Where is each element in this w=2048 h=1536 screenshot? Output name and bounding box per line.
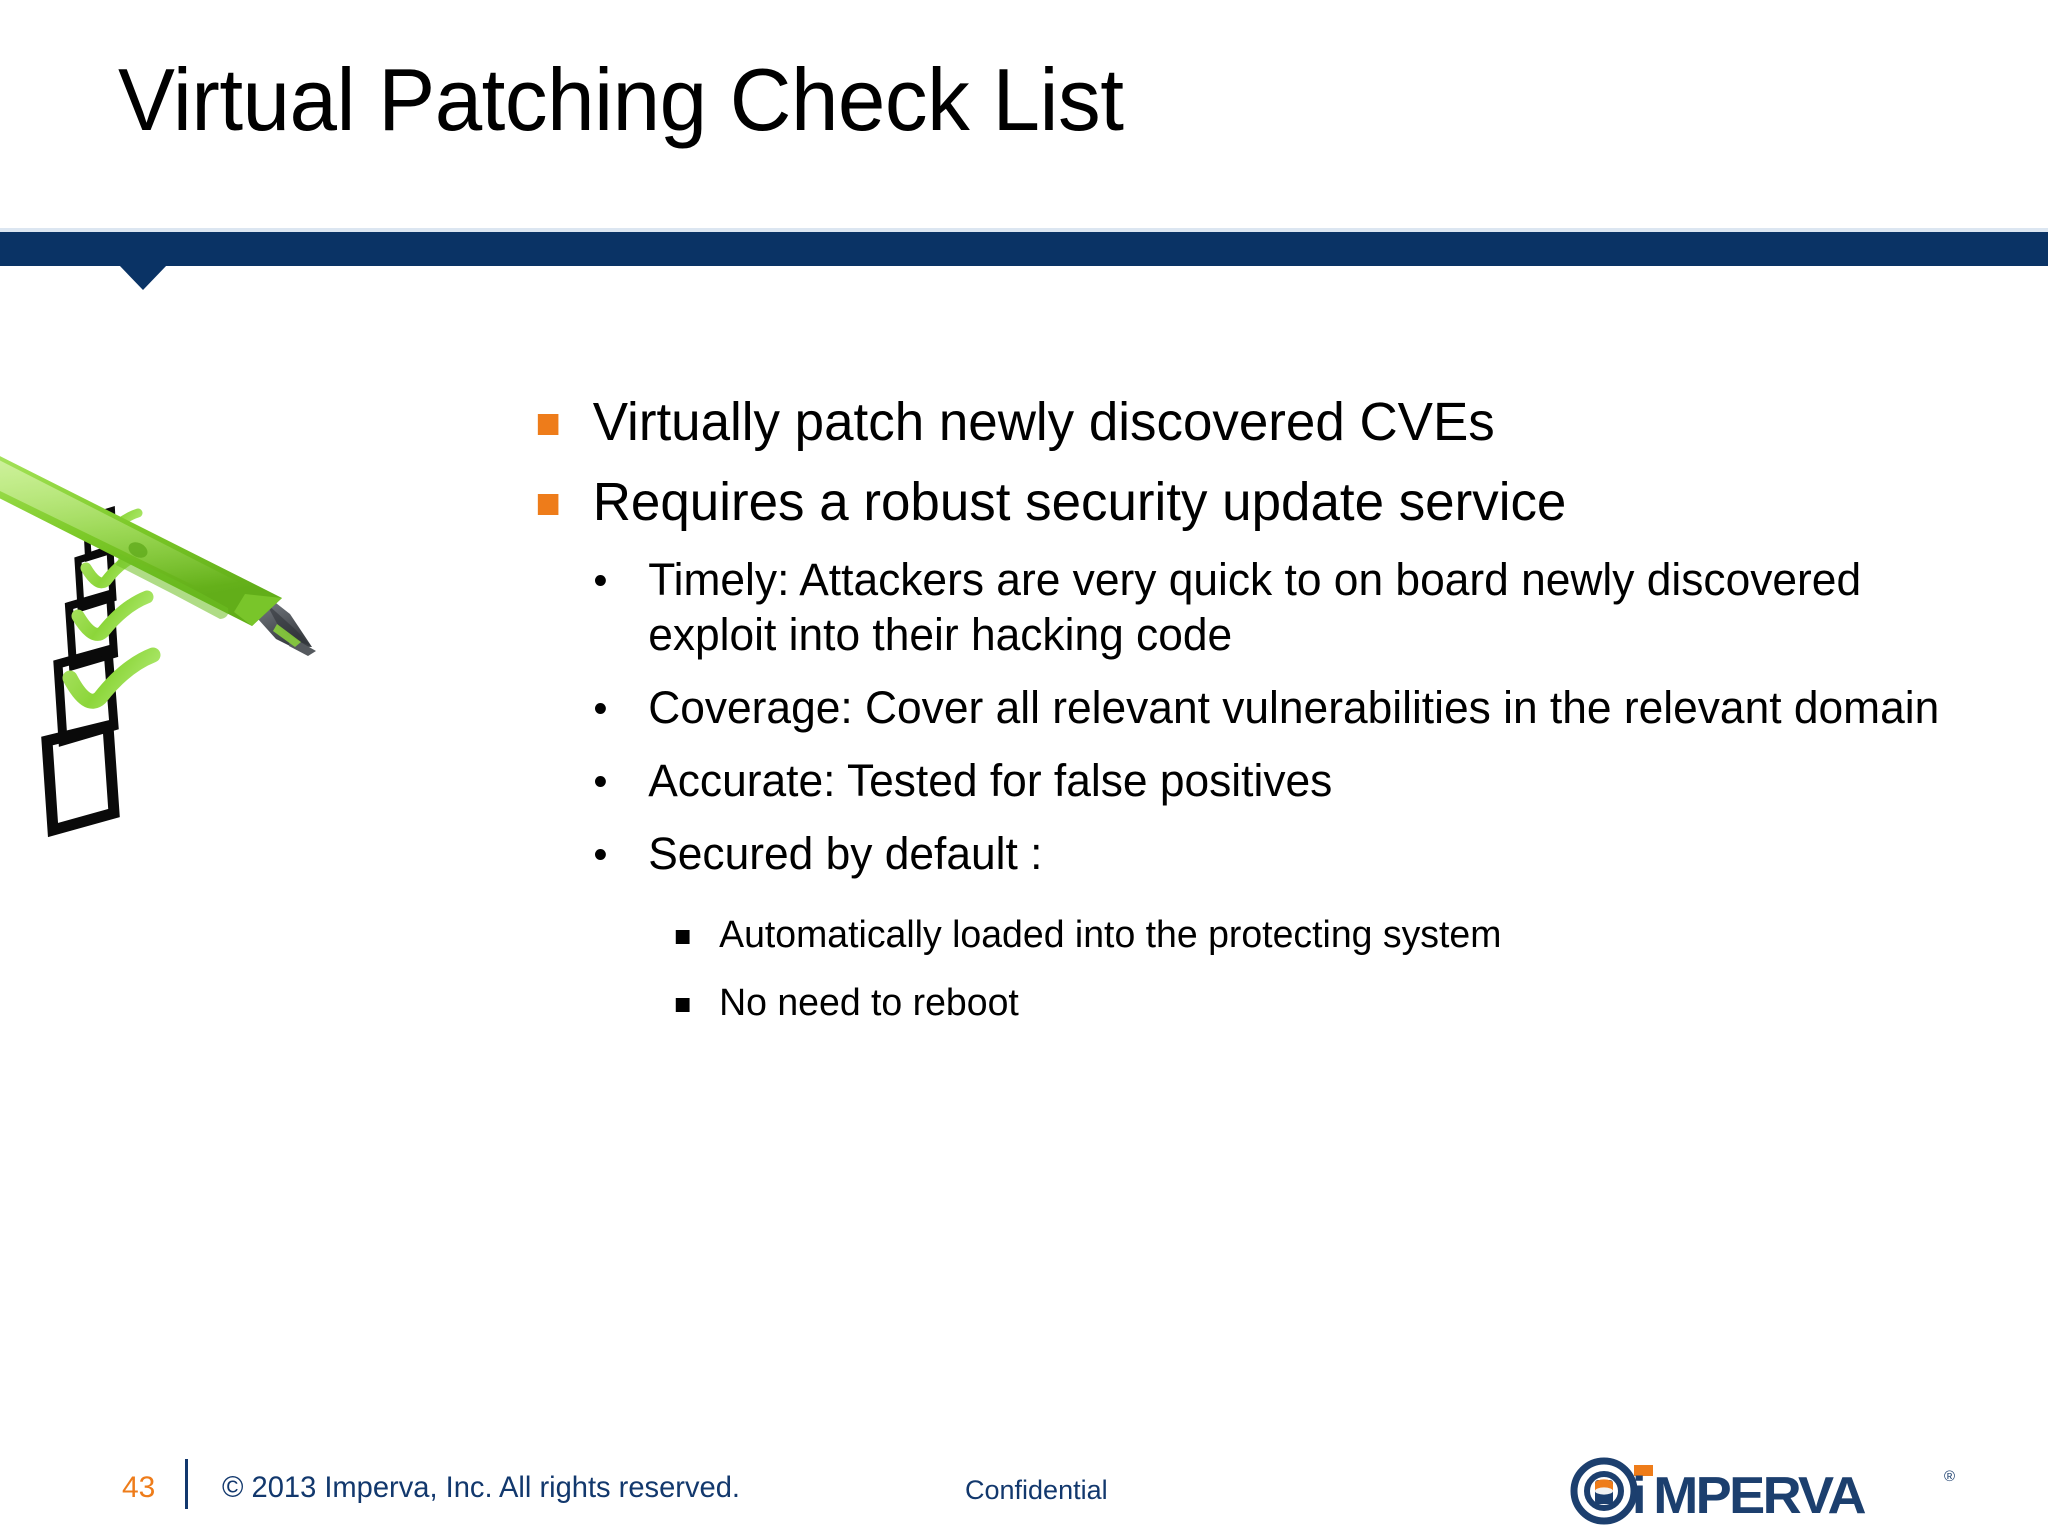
page-title: Virtual Patching Check List (118, 50, 1124, 149)
navy-arrow-marker (119, 265, 167, 290)
bullet-level3-label: No need to reboot (719, 981, 1019, 1024)
bullet-level1-label: Requires a robust security update servic… (592, 472, 1567, 533)
bullet-level2-label: Coverage: Cover all relevant vulnerabili… (648, 681, 1940, 733)
round-bullet-icon (595, 702, 606, 714)
checkbox-4 (53, 644, 161, 747)
orange-square-bullet-icon (537, 414, 559, 435)
confidentiality-label: Confidential (965, 1475, 1108, 1505)
bullet-level1-item: Virtually patch newly discovered CVEs (530, 392, 1971, 452)
bullet-level3-label: Automatically loaded into the protecting… (719, 914, 1502, 957)
round-bullet-icon (595, 848, 606, 860)
small-square-bullet-icon (675, 997, 690, 1012)
round-bullet-icon (595, 775, 606, 787)
bullet-level2-item: Coverage: Cover all relevant vulnerabili… (530, 681, 1978, 736)
bullet-level2-item: Accurate: Tested for false positives (530, 754, 1978, 809)
svg-text:i: i (1632, 1467, 1645, 1525)
pen-barrel (0, 456, 282, 626)
imperva-target-icon (1570, 1457, 1638, 1525)
bullet-level2-label: Accurate: Tested for false positives (648, 754, 1333, 806)
navy-divider-band (0, 232, 2048, 266)
spacer (530, 899, 2000, 913)
orange-dot-icon (1634, 1465, 1653, 1476)
bullet-level2-item: Timely: Attackers are very quick to on b… (530, 553, 1978, 663)
svg-text:MPERVA: MPERVA (1653, 1467, 1865, 1525)
copyright-text: © 2013 Imperva, Inc. All rights reserved… (222, 1471, 740, 1504)
orange-square-bullet-icon (537, 494, 559, 516)
bullet-level3-item: No need to reboot (530, 981, 1978, 1027)
small-square-bullet-icon (675, 930, 690, 945)
footer-divider (185, 1459, 188, 1509)
slide-footer: 43 © 2013 Imperva, Inc. All rights reser… (0, 1455, 2048, 1536)
bullet-level2-label: Timely: Attackers are very quick to on b… (648, 553, 1862, 660)
bullet-level1-item: Requires a robust security update servic… (530, 472, 1971, 532)
green-pen-checklist-image (0, 398, 510, 878)
bullet-level2-item: Secured by default : (530, 827, 1978, 882)
imperva-wordmark: i MPERVA ® (1632, 1465, 1955, 1525)
bullet-level1-label: Virtually patch newly discovered CVEs (592, 392, 1495, 452)
registered-trademark-icon: ® (1944, 1468, 1955, 1485)
bullet-level3-item: Automatically loaded into the protecting… (530, 913, 1978, 959)
round-bullet-icon (595, 574, 606, 586)
imperva-logo: i MPERVA ® (1570, 1455, 1970, 1525)
bullet-level2-label: Secured by default : (648, 827, 1043, 879)
checkbox-5-unchecked (41, 719, 120, 838)
bullet-content: Virtually patch newly discovered CVEs Re… (530, 392, 2000, 1049)
navy-band-highlight (0, 228, 2048, 232)
checkbox-3 (64, 588, 154, 672)
page-number: 43 (122, 1471, 156, 1504)
